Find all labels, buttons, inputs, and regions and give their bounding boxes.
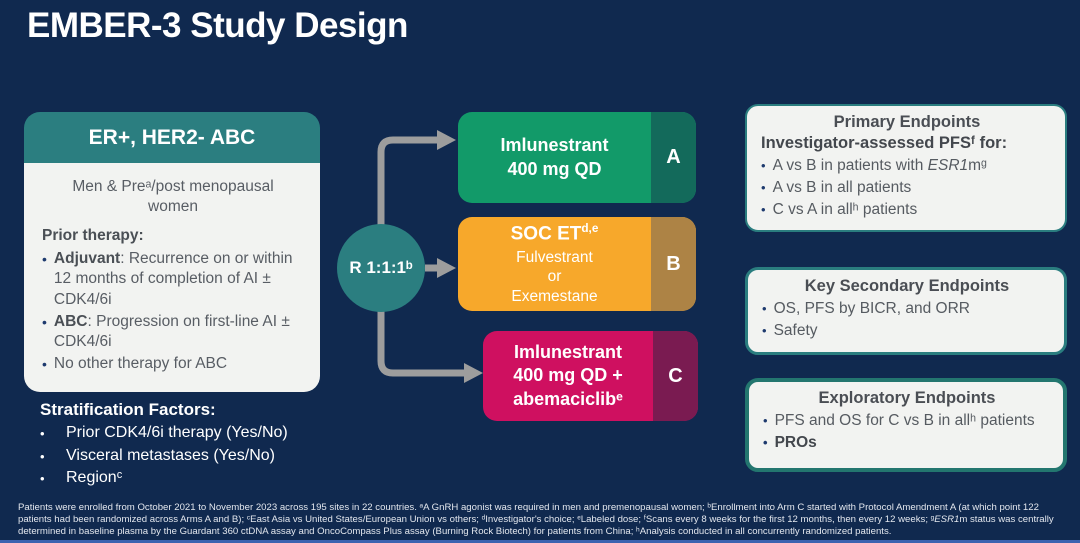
panel-title: Primary Endpoints <box>833 113 981 131</box>
bullet-icon: • <box>40 448 45 464</box>
patient-eligibility-card: ER+, HER2- ABC Men & Preᵃ/post menopausa… <box>24 112 320 393</box>
bottom-accent-bar <box>0 540 1080 543</box>
prior-therapy-list: • Adjuvant: Recurrence on or within 12 m… <box>40 249 306 374</box>
stratification-list: •Prior CDK4/6i therapy (Yes/No) •Viscera… <box>40 424 288 489</box>
bullet-icon: • <box>761 180 766 196</box>
prior-therapy-label: Prior therapy: <box>42 227 144 245</box>
panel-title: Key Secondary Endpoints <box>804 277 1010 295</box>
arm-c-label: Imlunestrant 400 mg QD + abemaciclibᵉ <box>513 341 623 409</box>
exploratory-endpoints-panel: Exploratory Endpoints •PFS and OS for C … <box>745 378 1067 472</box>
panel-title: Exploratory Endpoints <box>818 389 996 407</box>
patient-card-header: ER+, HER2- ABC <box>24 112 320 163</box>
list-item: •C vs A in allʰ patients <box>761 199 1053 221</box>
bullet-icon: • <box>763 435 768 451</box>
exploratory-endpoints-list: •PFS and OS for C vs B in allʰ patients … <box>763 410 1051 454</box>
list-item: •OS, PFS by BICR, and ORR <box>762 298 1052 320</box>
list-item: • ABC: Progression on first-line AI ± CD… <box>42 312 306 352</box>
bullet-icon: • <box>761 202 766 218</box>
list-item: •Safety <box>762 320 1052 342</box>
list-item: •Visceral metastases (Yes/No) <box>40 447 288 467</box>
list-item: •Regionᶜ <box>40 469 288 489</box>
arm-b-letter-tab: B <box>651 217 696 311</box>
footnote: Patients were enrolled from October 2021… <box>18 502 1054 537</box>
arm-b-label: SOC ETd,e Fulvestrant or Exemestane <box>510 221 599 305</box>
bullet-icon: • <box>763 413 768 428</box>
bullet-icon: • <box>42 313 47 330</box>
population-text: Men & Preᵃ/post menopausal women <box>72 178 274 216</box>
randomization-circle: R 1:1:1ᵇ <box>337 224 425 312</box>
arm-a-label: Imlunestrant 400 mg QD <box>500 135 609 179</box>
list-item: • Adjuvant: Recurrence on or within 12 m… <box>42 249 306 309</box>
secondary-endpoints-list: •OS, PFS by BICR, and ORR •Safety <box>762 298 1052 342</box>
list-item: • No other therapy for ABC <box>42 354 306 374</box>
arm-box-a: Imlunestrant 400 mg QD A <box>458 112 696 203</box>
arrow-head-icon <box>464 363 483 383</box>
list-item: •A vs B in all patients <box>761 177 1053 199</box>
stratification-section: Stratification Factors: •Prior CDK4/6i t… <box>40 400 288 492</box>
list-item: •PROs <box>763 432 1051 454</box>
bullet-icon: • <box>762 301 767 316</box>
bullet-icon: • <box>40 471 45 486</box>
bullet-icon: • <box>42 355 47 372</box>
primary-endpoints-list: • A vs B in patients with ESR1mᵍ •A vs B… <box>761 155 1053 221</box>
list-item: • A vs B in patients with ESR1mᵍ <box>761 155 1053 177</box>
bullet-icon: • <box>761 158 766 173</box>
arrow-head-icon <box>437 130 456 150</box>
bullet-icon: • <box>762 323 767 339</box>
page-title: EMBER-3 Study Design <box>27 6 408 45</box>
arm-box-b: SOC ETd,e Fulvestrant or Exemestane B <box>458 217 696 311</box>
key-secondary-endpoints-panel: Key Secondary Endpoints •OS, PFS by BICR… <box>745 267 1067 355</box>
list-item: •PFS and OS for C vs B in allʰ patients <box>763 410 1051 432</box>
arm-box-c: Imlunestrant 400 mg QD + abemaciclibᵉ C <box>483 331 698 421</box>
bullet-icon: • <box>42 251 47 268</box>
list-item: •Prior CDK4/6i therapy (Yes/No) <box>40 424 288 444</box>
randomization-flow-arrows <box>377 130 483 383</box>
panel-subtitle: Investigator-assessed PFSᶠ for: <box>761 134 1008 152</box>
arrow-head-icon <box>437 258 456 278</box>
arm-c-letter-tab: C <box>653 331 698 421</box>
arm-a-letter-tab: A <box>651 112 696 203</box>
stratification-heading: Stratification Factors: <box>40 400 216 419</box>
primary-endpoints-panel: Primary Endpoints Investigator-assessed … <box>745 104 1067 233</box>
patient-card-body: Men & Preᵃ/post menopausal women Prior t… <box>24 163 320 393</box>
bullet-icon: • <box>40 426 45 441</box>
